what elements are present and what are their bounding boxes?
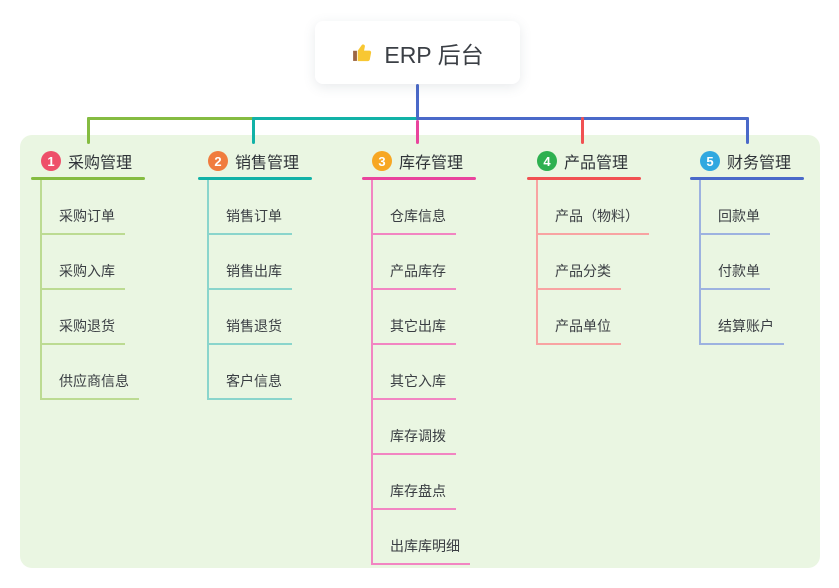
branch-node-3: 3 库存管理 仓库信息 产品库存 其它出库 其它入库 库存调拨 库存盘点 出库库…	[362, 150, 476, 565]
branch-label[interactable]: 5 财务管理	[690, 150, 804, 172]
branch-title: 财务管理	[727, 155, 792, 172]
branch-title: 产品管理	[564, 155, 629, 172]
child-node[interactable]: 销售订单	[209, 180, 292, 235]
branch-node-4: 4 产品管理 产品（物料） 产品分类 产品单位	[527, 150, 649, 345]
branch-label[interactable]: 2 销售管理	[198, 150, 312, 172]
branch-number-badge: 4	[537, 151, 557, 171]
branch-title: 库存管理	[399, 155, 464, 172]
branch-underline	[31, 177, 145, 180]
connector-drop-branch-5	[746, 117, 749, 144]
branch-underline	[690, 177, 804, 180]
child-node[interactable]: 付款单	[701, 235, 770, 290]
branch-label[interactable]: 4 产品管理	[527, 150, 641, 172]
branch-label[interactable]: 3 库存管理	[362, 150, 476, 172]
child-node[interactable]: 采购退货	[42, 290, 125, 345]
child-node[interactable]: 结算账户	[701, 290, 784, 345]
child-node[interactable]: 销售出库	[209, 235, 292, 290]
branch-children: 仓库信息 产品库存 其它出库 其它入库 库存调拨 库存盘点 出库库明细	[371, 180, 476, 565]
child-node[interactable]: 采购入库	[42, 235, 125, 290]
connector-drop-branch-2	[252, 117, 255, 144]
child-node[interactable]: 库存盘点	[373, 455, 456, 510]
branch-label[interactable]: 1 采购管理	[31, 150, 145, 172]
branch-number-badge: 2	[208, 151, 228, 171]
branch-children: 产品（物料） 产品分类 产品单位	[536, 180, 649, 345]
child-node[interactable]: 其它入库	[373, 345, 456, 400]
branch-underline	[362, 177, 476, 180]
child-node[interactable]: 供应商信息	[42, 345, 139, 400]
connector-root-stem	[416, 84, 419, 120]
branch-underline	[198, 177, 312, 180]
child-node[interactable]: 销售退货	[209, 290, 292, 345]
branch-number-badge: 3	[372, 151, 392, 171]
branch-node-1: 1 采购管理 采购订单 采购入库 采购退货 供应商信息	[31, 150, 145, 400]
child-node[interactable]: 其它出库	[373, 290, 456, 345]
child-node[interactable]: 库存调拨	[373, 400, 456, 455]
root-node-title: ERP 后台	[384, 41, 484, 68]
child-node[interactable]: 产品分类	[538, 235, 621, 290]
connector-h-branch-1	[87, 117, 255, 120]
branch-underline	[527, 177, 641, 180]
connector-drop-branch-4	[581, 117, 584, 144]
connector-h-branch-2	[252, 117, 419, 120]
child-node[interactable]: 回款单	[701, 180, 770, 235]
child-node[interactable]: 仓库信息	[373, 180, 456, 235]
branch-node-5: 5 财务管理 回款单 付款单 结算账户	[690, 150, 804, 345]
thumbs-up-icon	[351, 41, 374, 64]
branch-title: 采购管理	[68, 155, 133, 172]
connector-drop-branch-1	[87, 117, 90, 144]
branch-children: 回款单 付款单 结算账户	[699, 180, 804, 345]
branch-node-2: 2 销售管理 销售订单 销售出库 销售退货 客户信息	[198, 150, 312, 400]
connector-drop-branch-3	[416, 120, 419, 144]
branch-title: 销售管理	[235, 155, 300, 172]
child-node[interactable]: 客户信息	[209, 345, 292, 400]
child-node[interactable]: 产品（物料）	[538, 180, 649, 235]
branches-panel	[20, 135, 820, 568]
child-node[interactable]: 采购订单	[42, 180, 125, 235]
branch-number-badge: 5	[700, 151, 720, 171]
child-node[interactable]: 产品库存	[373, 235, 456, 290]
branch-number-badge: 1	[41, 151, 61, 171]
child-node[interactable]: 产品单位	[538, 290, 621, 345]
root-node-erp[interactable]: ERP 后台	[315, 21, 520, 84]
child-node[interactable]: 出库库明细	[373, 510, 470, 565]
branch-children: 销售订单 销售出库 销售退货 客户信息	[207, 180, 312, 400]
branch-children: 采购订单 采购入库 采购退货 供应商信息	[40, 180, 145, 400]
